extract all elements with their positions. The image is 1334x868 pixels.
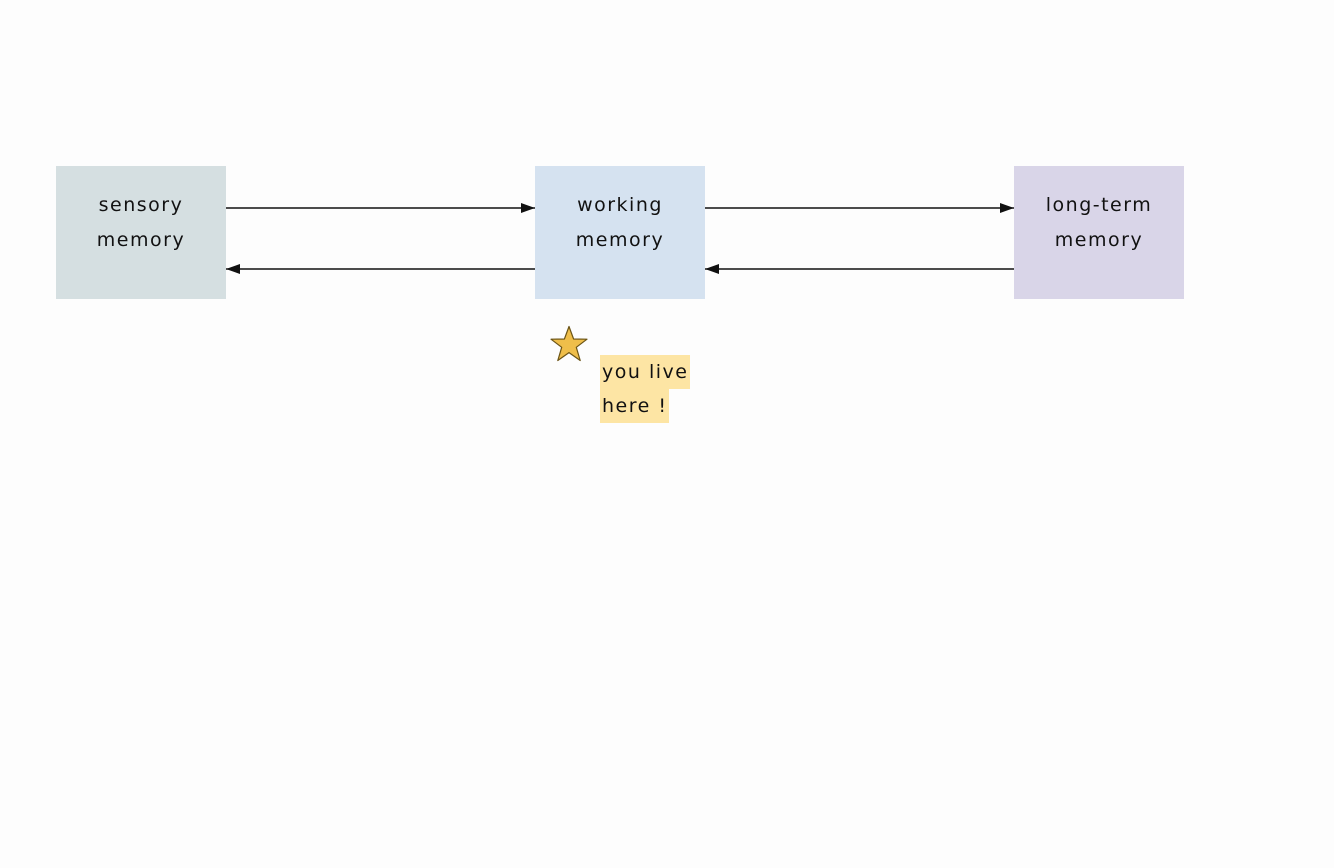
long-term-memory-label-line1: long-term: [1045, 194, 1153, 216]
note-line-2: here !: [600, 389, 670, 423]
working-memory-label-line1: working: [577, 194, 663, 216]
sensory-memory-box: sensory memory: [56, 166, 226, 299]
working-memory-box: working memory: [535, 166, 705, 299]
sensory-memory-label-line1: sensory: [98, 194, 184, 216]
long-term-memory-label-line2: memory: [1054, 229, 1144, 251]
star-icon: [550, 325, 588, 362]
sensory-memory-label-line2: memory: [96, 229, 186, 251]
note-line-1: you live: [600, 355, 691, 389]
you-live-here-note: you live here !: [600, 355, 691, 423]
working-memory-label-line2: memory: [575, 229, 665, 251]
long-term-memory-box: long-term memory: [1014, 166, 1184, 299]
